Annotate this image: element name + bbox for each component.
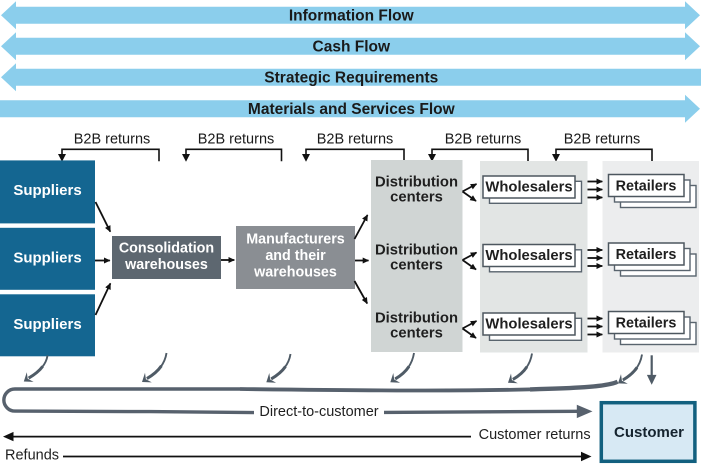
svg-text:centers: centers (390, 258, 443, 274)
svg-text:Information Flow: Information Flow (289, 8, 415, 25)
svg-text:B2B returns: B2B returns (564, 132, 641, 148)
svg-text:Customer: Customer (614, 424, 684, 441)
svg-text:B2B returns: B2B returns (198, 132, 275, 148)
svg-text:Suppliers: Suppliers (13, 316, 81, 333)
svg-text:and their: and their (265, 248, 326, 264)
svg-text:B2B returns: B2B returns (317, 132, 394, 148)
svg-text:Refunds: Refunds (5, 447, 59, 463)
svg-text:B2B returns: B2B returns (74, 132, 151, 148)
svg-text:Customer returns: Customer returns (479, 427, 591, 443)
svg-text:B2B returns: B2B returns (445, 132, 522, 148)
svg-text:Distribution: Distribution (375, 174, 458, 190)
svg-text:warehouses: warehouses (124, 257, 208, 273)
svg-text:Cash Flow: Cash Flow (313, 39, 391, 56)
svg-text:Manufacturers: Manufacturers (246, 232, 345, 248)
svg-text:Suppliers: Suppliers (13, 250, 81, 267)
svg-text:Direct-to-customer: Direct-to-customer (259, 404, 378, 420)
svg-text:Retailers: Retailers (616, 247, 677, 263)
svg-text:centers: centers (390, 190, 443, 206)
svg-text:centers: centers (390, 326, 443, 342)
svg-text:Materials and Services Flow: Materials and Services Flow (248, 101, 456, 118)
svg-text:Distribution: Distribution (375, 310, 458, 326)
svg-text:Wholesalers: Wholesalers (485, 248, 572, 264)
svg-text:Distribution: Distribution (375, 242, 458, 258)
svg-text:Retailers: Retailers (616, 179, 677, 195)
svg-text:warehouses: warehouses (253, 264, 337, 280)
svg-text:Retailers: Retailers (616, 316, 677, 332)
svg-text:Wholesalers: Wholesalers (485, 179, 572, 195)
svg-text:Strategic Requirements: Strategic Requirements (264, 70, 438, 87)
svg-text:Suppliers: Suppliers (13, 182, 81, 199)
svg-text:Consolidation: Consolidation (119, 241, 214, 257)
svg-text:Wholesalers: Wholesalers (485, 316, 572, 332)
